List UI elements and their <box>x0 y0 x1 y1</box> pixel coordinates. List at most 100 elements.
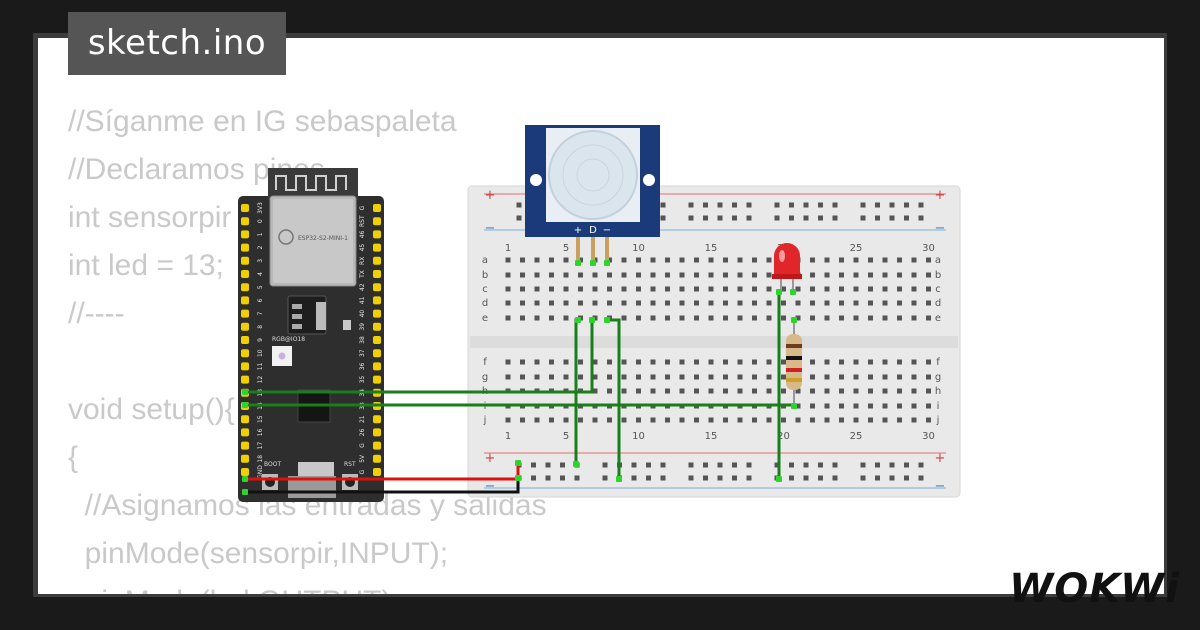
board-pin-label: 3 <box>257 259 264 263</box>
pir-sensor[interactable]: + D − <box>525 125 660 263</box>
board-pin-right[interactable] <box>373 256 381 265</box>
row-letter: c <box>482 284 488 295</box>
file-tab[interactable]: sketch.ino <box>68 12 286 75</box>
column-number: 15 <box>705 431 718 442</box>
board-pin-left[interactable] <box>241 204 249 212</box>
code-line: void setup(){ <box>68 393 235 426</box>
column-number: 25 <box>850 243 863 254</box>
board-pin-label: 15 <box>257 415 264 423</box>
rail-plus-tr: + <box>935 188 946 203</box>
wire-endpoint[interactable] <box>616 476 622 482</box>
wire-endpoint[interactable] <box>790 289 796 295</box>
resistor[interactable] <box>786 320 802 406</box>
board-pin-label: 18 <box>257 455 264 463</box>
board-pin-left[interactable] <box>241 309 249 318</box>
column-number: 30 <box>922 431 935 442</box>
board-pin-label: 46 <box>359 230 366 238</box>
board-pin-label: 12 <box>257 376 264 384</box>
board-pin-left[interactable] <box>241 375 249 384</box>
row-letter: e <box>482 313 488 324</box>
wires[interactable] <box>245 292 794 494</box>
board-pin-label: 5 <box>257 285 264 289</box>
board-pin-label: 16 <box>257 428 264 436</box>
row-letter: d <box>482 298 488 309</box>
board-pin-right[interactable] <box>373 349 381 358</box>
board-pin-label: 11 <box>257 362 264 370</box>
board-pin-left[interactable] <box>241 454 249 463</box>
esp32-s2-mini-board[interactable]: ESP32-S2-MINI-1 RGB@IO18 BOOT RST 3V3012… <box>238 168 384 502</box>
board-pin-left[interactable] <box>241 217 249 226</box>
board-pin-right[interactable] <box>373 217 381 226</box>
column-number: 10 <box>632 243 645 254</box>
row-letter: c <box>935 284 941 295</box>
wire-endpoint[interactable] <box>242 389 248 395</box>
board-pin-left[interactable] <box>241 270 249 278</box>
board-pin-left[interactable] <box>241 256 249 265</box>
board-pin-right[interactable] <box>373 468 381 476</box>
row-letter: b <box>935 270 941 281</box>
board-pin-left[interactable] <box>241 441 249 450</box>
board-pin-left[interactable] <box>241 296 249 305</box>
board-pin-right[interactable] <box>373 441 381 450</box>
board-pin-label: 1 <box>257 232 264 236</box>
wire-endpoint[interactable] <box>575 260 581 266</box>
row-letter: a <box>935 255 941 266</box>
board-pin-left[interactable] <box>241 349 249 358</box>
board-pin-right[interactable] <box>373 415 381 424</box>
wire-endpoint[interactable] <box>515 475 521 481</box>
board-pin-left[interactable] <box>241 230 249 239</box>
board-pin-label: 38 <box>359 336 366 344</box>
wire-endpoint[interactable] <box>515 460 521 466</box>
wire-endpoint[interactable] <box>791 403 797 409</box>
wire-endpoint[interactable] <box>242 476 248 482</box>
rail-minus-bl: − <box>485 479 496 494</box>
code-line: pinMode(sensorpir,INPUT); <box>68 537 449 570</box>
wire-endpoint[interactable] <box>776 476 782 482</box>
row-letter: f <box>936 357 940 368</box>
row-letter: h <box>935 386 941 397</box>
board-pin-right[interactable] <box>373 428 381 437</box>
board-pin-left[interactable] <box>241 243 249 252</box>
board-pin-label: 26 <box>359 428 366 436</box>
board-pin-right[interactable] <box>373 375 381 384</box>
wire-endpoint[interactable] <box>776 289 782 295</box>
board-pin-label: 42 <box>359 283 366 291</box>
row-letter: j <box>483 415 487 426</box>
wire-endpoint[interactable] <box>589 317 595 323</box>
board-pin-right[interactable] <box>373 336 381 344</box>
rail-minus-tr: − <box>935 221 946 236</box>
board-pin-left[interactable] <box>241 362 249 371</box>
board-pin-left[interactable] <box>241 468 249 476</box>
board-pin-label: 8 <box>257 325 264 329</box>
board-pin-right[interactable] <box>373 243 381 252</box>
board-pin-right[interactable] <box>373 230 381 239</box>
board-pin-label: RX <box>359 257 366 265</box>
board-pin-left[interactable] <box>241 283 249 292</box>
board-pin-right[interactable] <box>373 454 381 463</box>
wire-endpoint[interactable] <box>604 317 610 323</box>
board-pin-right[interactable] <box>373 204 381 212</box>
wire-endpoint[interactable] <box>573 461 579 467</box>
wire-endpoint[interactable] <box>791 317 797 323</box>
wire-endpoint[interactable] <box>575 317 581 323</box>
column-number: 5 <box>563 243 569 254</box>
espressif-logo-icon <box>278 229 294 245</box>
board-pin-left[interactable] <box>241 415 249 424</box>
wire-endpoint[interactable] <box>242 402 248 408</box>
board-pin-label: G <box>359 469 366 474</box>
wire-endpoint[interactable] <box>242 489 248 495</box>
board-pin-left[interactable] <box>241 336 249 344</box>
board-pin-right[interactable] <box>373 270 381 278</box>
board-pin-label: G <box>359 205 366 210</box>
board-pin-left[interactable] <box>241 428 249 437</box>
board-pin-left[interactable] <box>241 322 249 331</box>
wire-endpoint[interactable] <box>604 260 610 266</box>
board-pin-right[interactable] <box>373 362 381 371</box>
board-pin-right[interactable] <box>373 322 381 331</box>
wire-endpoint[interactable] <box>590 260 596 266</box>
board-pin-right[interactable] <box>373 283 381 292</box>
red-led[interactable] <box>772 243 802 292</box>
board-pin-right[interactable] <box>373 309 381 318</box>
code-line: //Asignamos las entradas y salidas <box>68 489 547 522</box>
board-pin-right[interactable] <box>373 296 381 305</box>
